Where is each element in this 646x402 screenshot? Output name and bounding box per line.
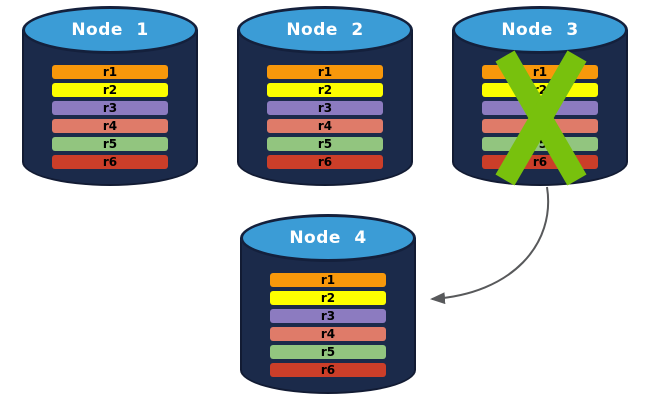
replica-label: r3: [320, 309, 336, 323]
node-title: Node 4: [289, 228, 367, 248]
replica-label: r1: [102, 65, 118, 79]
replica-label: r3: [317, 101, 333, 115]
replica-label: r2: [102, 83, 118, 97]
replica-r3: r3: [267, 101, 383, 115]
replica-r5: r5: [267, 137, 383, 151]
node-1: Node 1 r1 r2 r3 r4 r5 r6: [22, 6, 198, 186]
node-title: Node 1: [71, 20, 149, 40]
replica-r2: r2: [267, 83, 383, 97]
cylinder-top: Node 3: [452, 6, 628, 54]
replica-r2: r2: [52, 83, 168, 97]
node-title: Node 3: [501, 20, 579, 40]
failure-x-icon: [495, 50, 587, 186]
cylinder-top: Node 4: [240, 214, 416, 262]
replica-r4: r4: [267, 119, 383, 133]
replica-r3: r3: [52, 101, 168, 115]
replica-label: r1: [317, 65, 333, 79]
replica-r6: r6: [270, 363, 386, 377]
replica-label: r4: [320, 327, 336, 341]
node-4: Node 4 r1 r2 r3 r4 r5 r6: [240, 214, 416, 394]
replica-r2: r2: [270, 291, 386, 305]
replica-label: r5: [320, 345, 336, 359]
replica-r5: r5: [52, 137, 168, 151]
node-2: Node 2 r1 r2 r3 r4 r5 r6: [237, 6, 413, 186]
replica-label: r4: [317, 119, 333, 133]
replica-r1: r1: [52, 65, 168, 79]
node-3: Node 3 r1 r2 r3 r4 r5 r6: [452, 6, 628, 186]
replica-label: r4: [102, 119, 118, 133]
replica-label: r2: [317, 83, 333, 97]
replica-r4: r4: [52, 119, 168, 133]
arrow-curve: [430, 186, 550, 305]
replica-list: r1 r2 r3 r4 r5 r6: [267, 65, 383, 169]
replica-r4: r4: [270, 327, 386, 341]
replica-r6: r6: [52, 155, 168, 169]
cylinder-top: Node 1: [22, 6, 198, 54]
replica-r6: r6: [267, 155, 383, 169]
replica-list: r1 r2 r3 r4 r5 r6: [270, 273, 386, 377]
replica-label: r5: [317, 137, 333, 151]
failover-arrow: [430, 186, 550, 305]
replica-label: r1: [532, 65, 548, 79]
replica-r3: r3: [270, 309, 386, 323]
replica-label: r6: [320, 363, 336, 377]
replica-label: r5: [102, 137, 118, 151]
replica-r1: r1: [270, 273, 386, 287]
node-title: Node 2: [286, 20, 364, 40]
replica-label: r3: [102, 101, 118, 115]
replica-r1: r1: [267, 65, 383, 79]
replica-r5: r5: [270, 345, 386, 359]
cylinder-top: Node 2: [237, 6, 413, 54]
replica-label: r6: [532, 155, 548, 169]
replica-label: r2: [320, 291, 336, 305]
replica-label: r6: [317, 155, 333, 169]
replica-list: r1 r2 r3 r4 r5 r6: [52, 65, 168, 169]
replica-label: r1: [320, 273, 336, 287]
replica-label: r6: [102, 155, 118, 169]
